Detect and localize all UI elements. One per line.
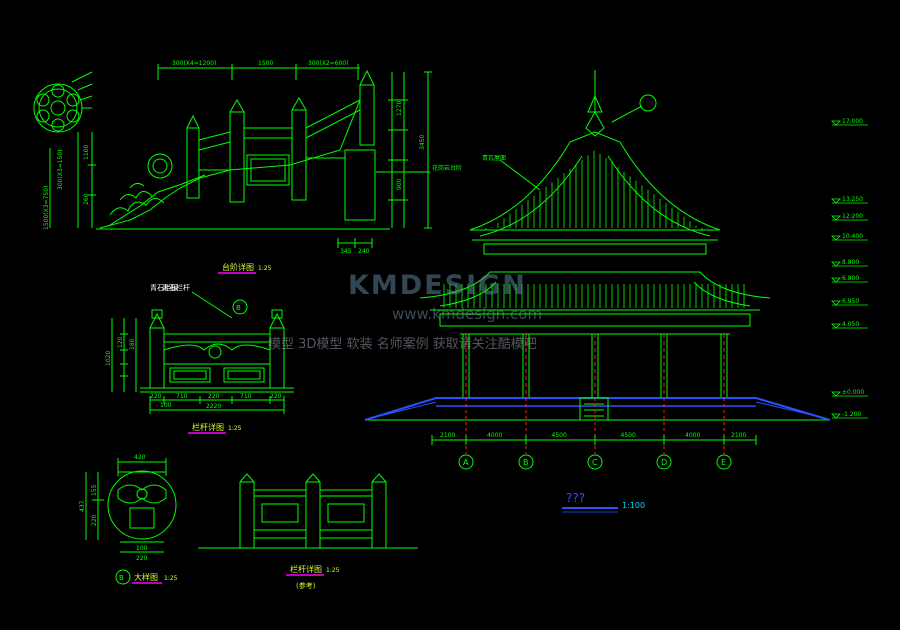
railing-total-width: 2220 (206, 403, 221, 410)
baluster-bottom-dim-2: 220 (136, 555, 148, 562)
stair-callout: 花岗岩台阶 (432, 164, 462, 172)
railing-bottom-dim-2: 710 (176, 393, 188, 400)
stair-bottom-dim-1: 345 (340, 248, 352, 255)
axis-markers: A B C D E (458, 398, 732, 470)
railing-bottom-dim-4: 710 (240, 393, 252, 400)
stair-left-note-2: 1500(X3=750) (43, 186, 50, 230)
baluster-detail (85, 458, 177, 585)
roof-tile-hatching (443, 150, 745, 308)
grid-dim: 4500 (621, 432, 636, 439)
axis-bubble (587, 454, 603, 470)
pavilion-elevation (419, 70, 771, 335)
stair-top-dim-2: 1500 (258, 60, 273, 67)
axis-bubble (458, 454, 474, 470)
pavilion-title: ??? 1:100 (562, 491, 645, 513)
railing-detail (111, 291, 294, 414)
level-value: 6.800 (842, 275, 859, 282)
stair-caption: 台阶详图 1:25 (218, 262, 272, 274)
grid-dim: 2100 (731, 432, 746, 439)
watermark-text: 模型 3D模型 软装 名师案例 获取请关注酷模吧 (268, 337, 537, 352)
axis-label-E: E (721, 458, 726, 467)
railing-bottom-dim-5: 220 (270, 393, 282, 400)
stair-top-dim-1: 300(X4=1200) (172, 60, 216, 67)
axis-bubble (656, 454, 672, 470)
level-value: -1.200 (842, 411, 862, 418)
baluster-caption-scale: 1:25 (164, 575, 178, 582)
axis-label-A: A (463, 458, 469, 467)
railing-height-dim-3: 180 (129, 338, 136, 350)
baluster-top-dim: 420 (134, 454, 146, 461)
stair-total-height: 3450 (419, 135, 426, 150)
grid-dim: 4000 (685, 432, 700, 439)
stair-side-dim-2: 900 (396, 178, 403, 190)
level-value: 13.250 (842, 196, 863, 203)
baluster-marker: B (119, 574, 124, 582)
level-value: 4.050 (842, 321, 859, 328)
stair-bottom-dim-2: 240 (358, 248, 370, 255)
baluster-left-dim-3: 155 (91, 484, 98, 496)
watermark-url: www.kmdesign.com (392, 305, 543, 323)
stair-rail-callout: 青石栏板 (150, 283, 178, 292)
baluster-caption-text: 大样图 (134, 572, 158, 582)
railing-elevation-caption: 栏杆详图 1:25 (参考) (286, 564, 340, 590)
pavilion-title-text: ??? (566, 491, 585, 505)
axis-label-B: B (523, 458, 529, 467)
rosette-ornament (33, 71, 93, 133)
railing-elevation (198, 473, 418, 549)
stair-caption-text: 台阶详图 (222, 262, 254, 272)
railing-caption: 栏杆详图 1:25 (188, 422, 242, 434)
level-value: 17.000 (842, 118, 863, 125)
axis-label-D: D (661, 458, 667, 467)
pavilion-platform (364, 397, 831, 421)
railing-caption-text: 栏杆详图 (192, 422, 224, 432)
railing-sub-dim: 100 (160, 402, 172, 409)
baluster-left-dim-2: 220 (91, 514, 98, 526)
level-value: 6.950 (842, 298, 859, 305)
axis-bubble (716, 454, 732, 470)
stair-left-note: 300(X3=150) (57, 149, 64, 190)
railing-caption-scale: 1:25 (228, 425, 242, 432)
watermark-title: KMDESIGN (348, 270, 527, 301)
level-value: 12.200 (842, 213, 863, 220)
stair-caption-scale: 1:25 (258, 265, 272, 272)
axis-label-C: C (592, 458, 598, 467)
baluster-left-dim-1: 437 (79, 500, 86, 512)
railing-callout: 青石栏杆 (162, 283, 190, 292)
stair-top-dim-3: 300(X2=600) (308, 60, 349, 67)
pavilion-title-scale: 1:100 (622, 501, 645, 510)
grid-dim: 4500 (552, 432, 567, 439)
stair-left-dim-1: 1100 (83, 145, 90, 160)
railing-bottom-dim-1: 220 (150, 393, 162, 400)
railing-bottom-dim-3: 220 (208, 393, 220, 400)
railing-marker: B (236, 304, 241, 312)
grid-dim: 4000 (487, 432, 502, 439)
baluster-bottom-dim-1: 100 (136, 545, 148, 552)
railing-height-dim-2: 120 (117, 336, 124, 348)
pavilion-roof-note: 青瓦屋面 (482, 154, 506, 162)
railing-elevation-note: (参考) (296, 581, 316, 590)
railing-elevation-caption-text: 栏杆详图 (290, 564, 322, 574)
level-value: 10.400 (842, 233, 863, 240)
railing-height-dim: 1020 (105, 351, 112, 366)
stair-detail (33, 64, 432, 248)
stair-left-dim-2: 260 (83, 193, 90, 205)
railing-elevation-caption-scale: 1:25 (326, 567, 340, 574)
baluster-caption: 大样图 1:25 (132, 572, 178, 584)
stair-side-dim-1: 1270 (396, 101, 403, 116)
level-value: 8.800 (842, 259, 859, 266)
level-value: ±0.000 (842, 389, 864, 396)
grid-dim: 2100 (440, 432, 455, 439)
level-marks: 17.000 13.250 12.200 10.400 8.800 6.800 6.950 4… (831, 118, 868, 419)
axis-bubble (518, 454, 534, 470)
